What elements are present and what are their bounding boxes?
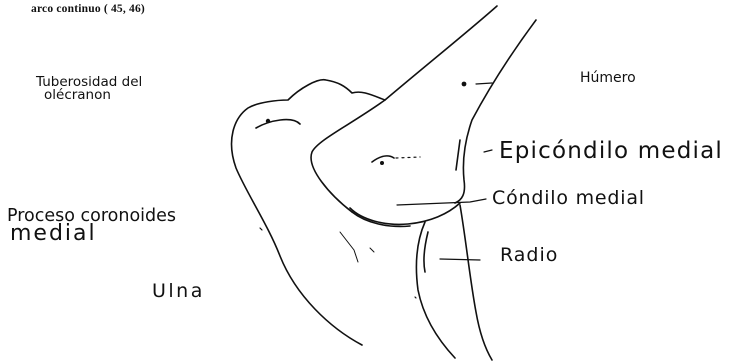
leader-humero	[476, 83, 492, 84]
radius-outline	[416, 205, 492, 360]
stray-mark	[415, 297, 416, 298]
label-radio: Radio	[500, 246, 558, 265]
leader-condilo	[397, 199, 486, 205]
humerus-outline	[311, 6, 536, 212]
leader-epicondilo-dots	[396, 157, 420, 158]
leader-proceso	[260, 228, 262, 230]
label-proceso-line2: medial	[10, 225, 176, 242]
olecranon-outline	[232, 80, 385, 345]
label-proceso: Proceso coronoides medial	[7, 208, 176, 242]
condyle-curve	[350, 203, 460, 226]
leader-lines	[260, 83, 492, 298]
coronoid-trace	[340, 232, 374, 262]
label-epicondilo: Epicóndilo medial	[499, 140, 723, 163]
label-humero: Húmero	[580, 71, 636, 85]
label-condilo: Cóndilo medial	[492, 189, 645, 208]
label-tuberosidad: Tuberosidad del olécranon	[36, 76, 142, 102]
surface-marks	[256, 82, 466, 170]
leader-epicondilo	[484, 150, 492, 152]
leader-radio	[440, 259, 480, 260]
label-tuberosidad-line2: olécranon	[44, 89, 142, 102]
label-ulna: Ulna	[152, 282, 205, 301]
